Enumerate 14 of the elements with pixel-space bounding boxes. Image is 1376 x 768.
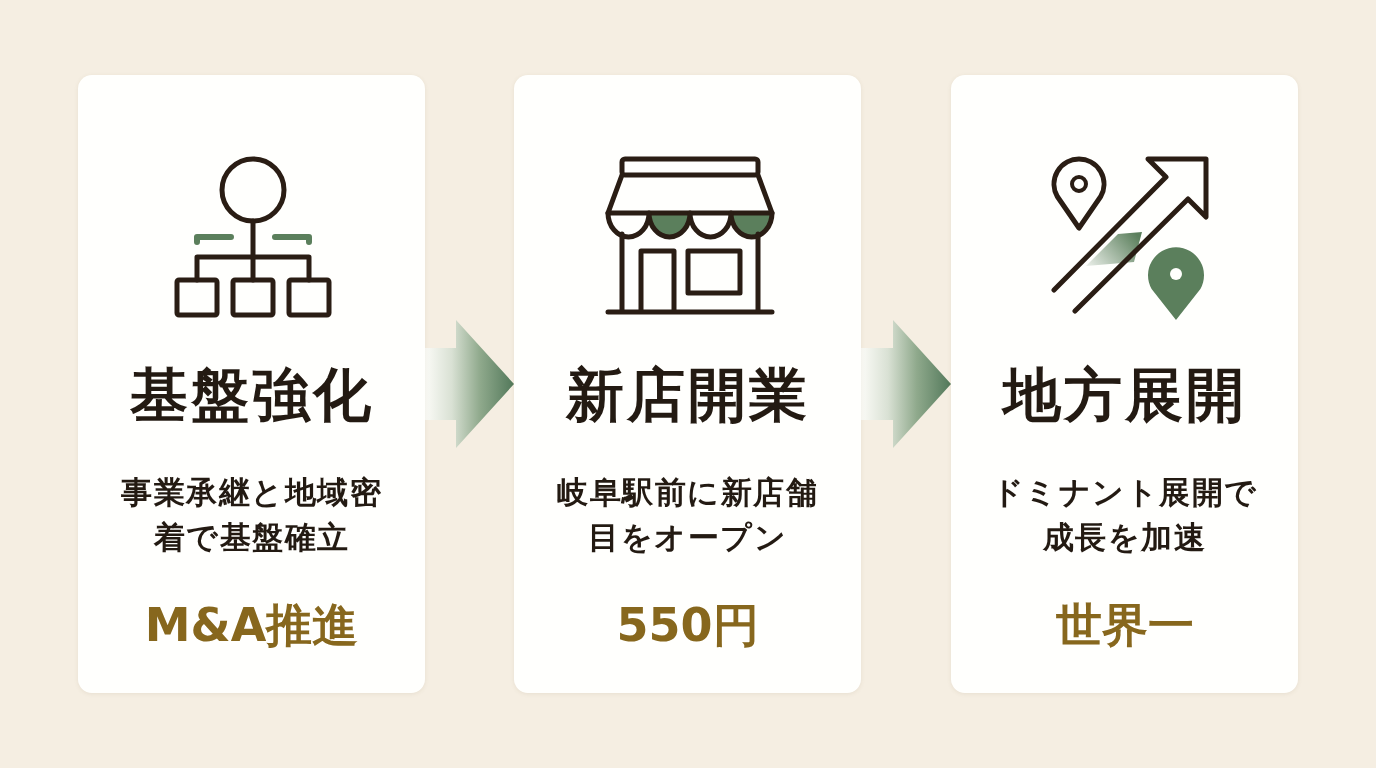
step-description: 事業承継と地域密着で基盤確立	[120, 473, 383, 557]
highlight-text: 550円	[616, 597, 759, 653]
highlight-text: M&A推進	[144, 597, 359, 653]
step-description: ドミナント展開で成長を加速	[990, 473, 1259, 557]
step-card	[78, 75, 425, 693]
arrow	[425, 320, 514, 448]
arrow	[861, 320, 951, 448]
step-title: 地方展開	[1002, 360, 1247, 430]
step-title: 基盤強化	[129, 360, 374, 430]
step-card	[514, 75, 861, 693]
step-card	[951, 75, 1298, 693]
step-title: 新店開業	[565, 360, 810, 430]
step-description: 岐阜駅前に新店舗目をオープン	[556, 473, 819, 557]
highlight-text: 世界一	[1055, 597, 1194, 653]
